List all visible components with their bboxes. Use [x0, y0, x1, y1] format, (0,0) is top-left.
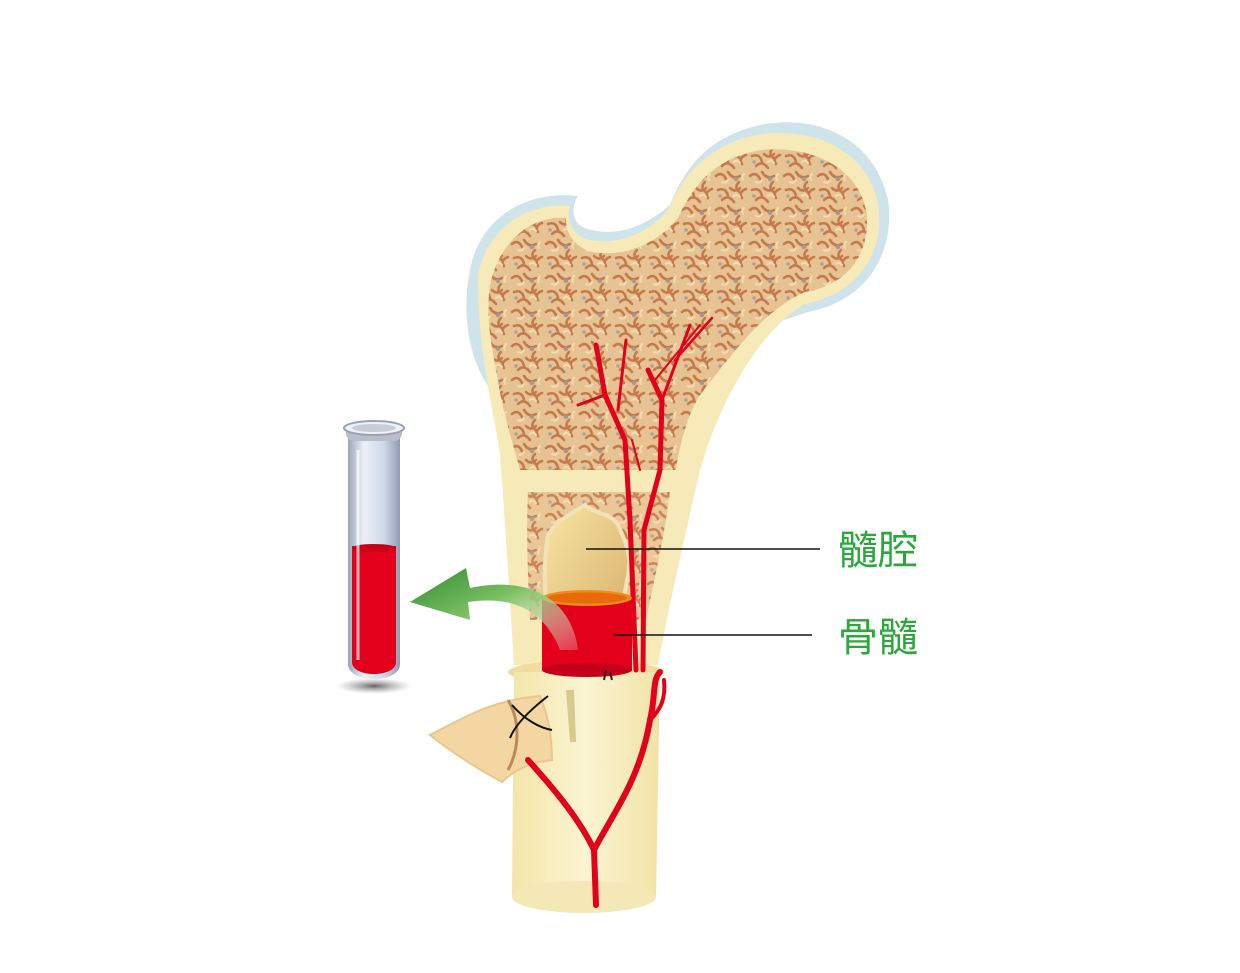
test-tube: [336, 420, 412, 694]
blood-vessels: [525, 316, 714, 908]
spongy-bone-head: [488, 149, 867, 471]
label-bone-marrow: 骨髓: [838, 615, 918, 661]
shaft-bottom: [512, 881, 656, 913]
shaft-slit: [566, 690, 576, 742]
extraction-arrow: [410, 568, 578, 650]
bone-marrow-sample: [542, 590, 632, 681]
label-marrow-cavity: 髓腔: [838, 528, 918, 574]
periosteum-flap: [428, 694, 554, 784]
